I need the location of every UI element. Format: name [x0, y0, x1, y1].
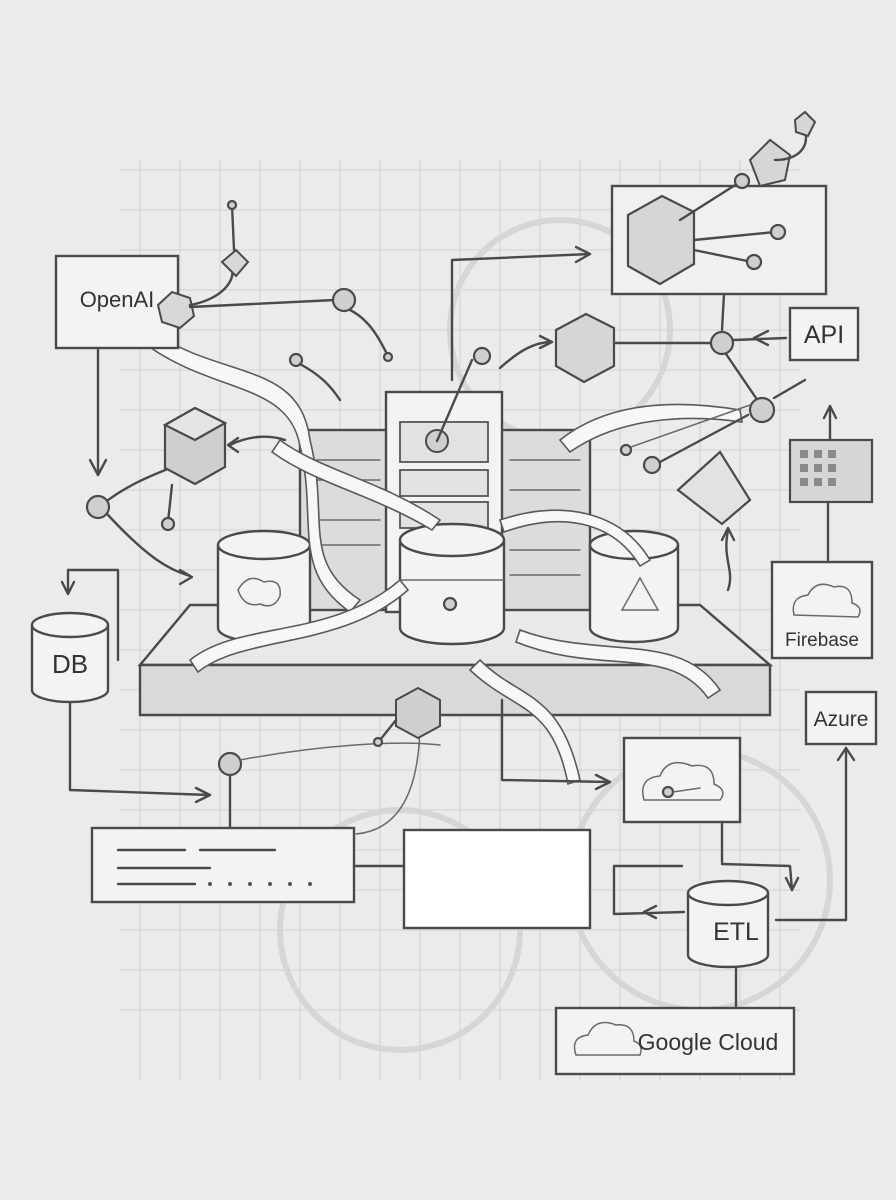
azure-label: Azure [814, 708, 869, 731]
google-cloud-label: Google Cloud [638, 1029, 779, 1055]
api-node [788, 306, 860, 362]
openai-node [54, 254, 202, 586]
storage-cylinders [216, 522, 680, 646]
etl-label: ETL [713, 918, 759, 946]
google-cloud-node [554, 1006, 796, 1076]
firebase-node [770, 404, 874, 660]
etl-node [612, 862, 800, 1008]
openai-label: OpenAI [80, 287, 155, 312]
data-ribbons [138, 328, 743, 786]
bottom-panels [90, 719, 592, 930]
cube-left [162, 406, 287, 486]
middle-right-hub [498, 312, 807, 592]
db-node [30, 568, 441, 832]
hex-node-openai [156, 199, 394, 402]
api-label: API [804, 321, 844, 349]
top-right-cube-box [450, 110, 828, 382]
db-label: DB [52, 649, 88, 679]
firebase-label: Firebase [785, 630, 859, 651]
cloud-key-node [500, 698, 742, 864]
cube-center [372, 686, 441, 748]
azure-node [774, 690, 878, 922]
